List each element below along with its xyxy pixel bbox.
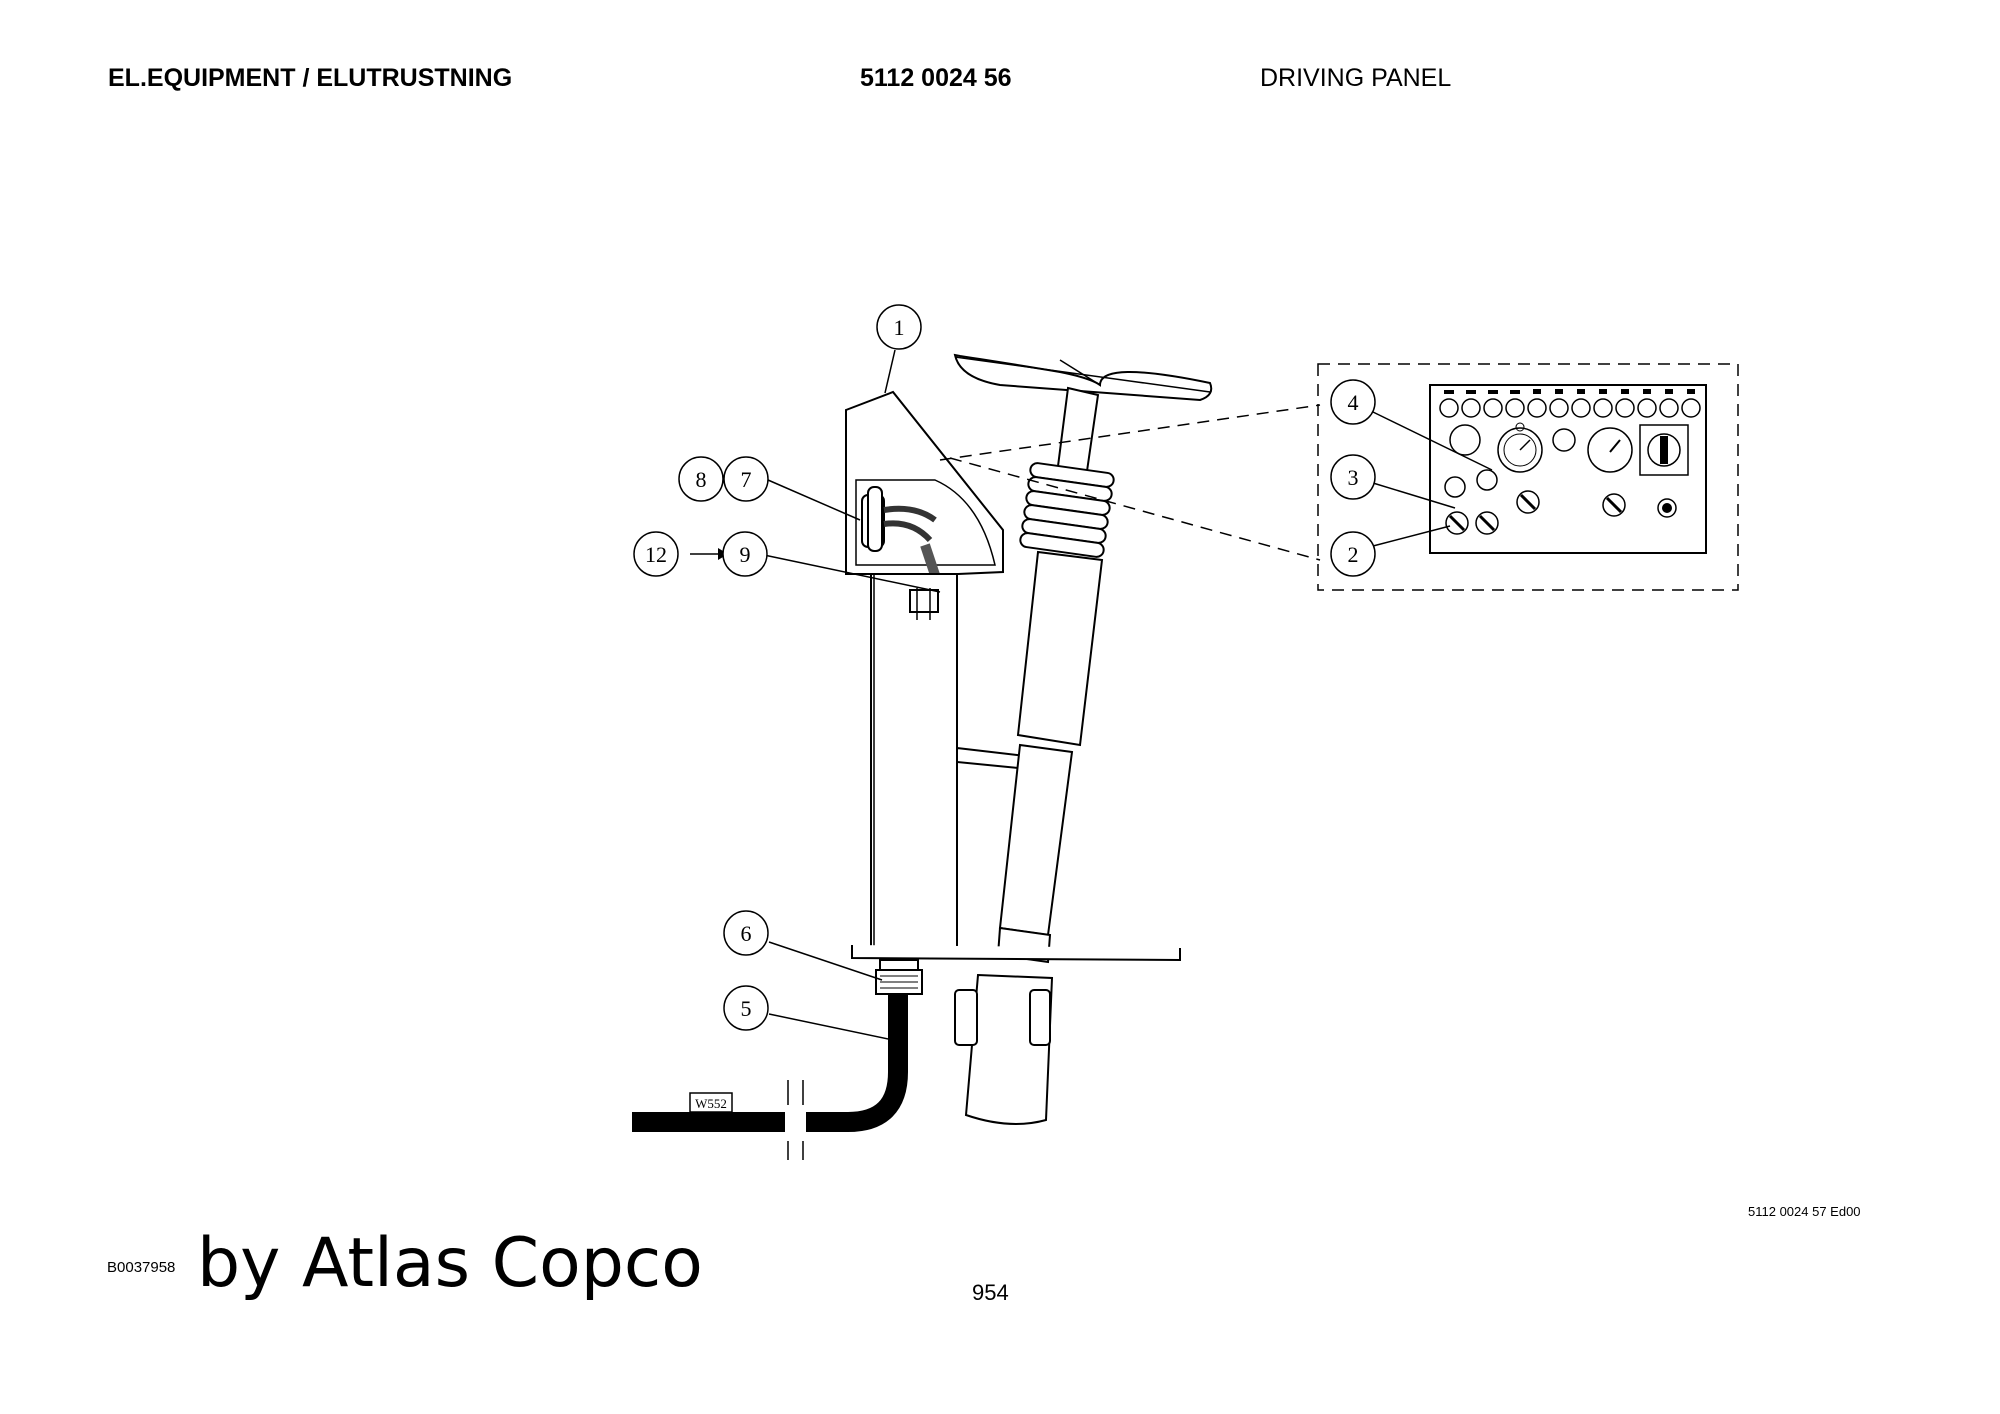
panel-switch-2b xyxy=(1475,511,1499,535)
callout-5 xyxy=(723,985,769,1031)
callout-9 xyxy=(722,531,768,577)
callout-4 xyxy=(1330,379,1376,425)
callout-12 xyxy=(633,531,679,577)
page-title: DRIVING PANEL xyxy=(1260,64,1452,92)
cable-w552 xyxy=(632,994,908,1132)
callout-3-label: 3 xyxy=(1348,465,1359,490)
steering-wheel xyxy=(953,353,1213,402)
callout-7-label: 7 xyxy=(741,467,752,492)
cable-label: W552 xyxy=(695,1096,727,1111)
panel-button-3 xyxy=(1444,476,1466,498)
panel-switch-4 xyxy=(1476,469,1498,491)
callout-2 xyxy=(1330,531,1376,577)
leader-lines xyxy=(690,349,1493,1041)
warning-lamp xyxy=(1552,428,1576,452)
callout-4-label: 4 xyxy=(1348,390,1359,415)
callout-6-label: 6 xyxy=(741,921,752,946)
cable-gland xyxy=(875,959,923,995)
callout-1-label: 1 xyxy=(894,315,905,340)
detail-projection-lines xyxy=(939,363,1739,591)
steering-column xyxy=(954,386,1115,1125)
rotary-selector xyxy=(1639,424,1689,476)
callout-8 xyxy=(678,456,724,502)
callout-6 xyxy=(723,910,769,956)
cable-label-box xyxy=(689,1092,733,1113)
fuel-gauge xyxy=(1587,427,1633,473)
panel-switch-2a xyxy=(1445,511,1469,535)
horn-button xyxy=(1449,424,1481,456)
part-number: 5112 0024 56 xyxy=(860,64,1012,92)
tachometer-gauge xyxy=(1497,427,1543,473)
console-housing xyxy=(845,390,1004,577)
callout-8-label: 8 xyxy=(696,467,707,492)
callout-7 xyxy=(723,456,769,502)
page-number: 954 xyxy=(972,1280,1009,1305)
callout-3 xyxy=(1330,454,1376,500)
callout-5-label: 5 xyxy=(741,996,752,1021)
drawing-code: 5112 0024 57 Ed00 xyxy=(1748,1204,1861,1219)
indicator-lamp-row xyxy=(1439,398,1701,418)
section-title: EL.EQUIPMENT / ELUTRUSTNING xyxy=(108,64,513,92)
callout-2-label: 2 xyxy=(1348,542,1359,567)
panel-detail xyxy=(1429,384,1707,554)
callout-12-label: 12 xyxy=(645,542,667,567)
callout-9-label: 9 xyxy=(740,542,751,567)
brand-text: by Atlas Copco xyxy=(197,1224,703,1303)
image-code: B0037958 xyxy=(107,1259,176,1276)
floor-plate xyxy=(851,945,1181,962)
pedestal-column xyxy=(870,573,1061,951)
callout-circles xyxy=(633,304,1376,1031)
callout-1 xyxy=(876,304,922,350)
